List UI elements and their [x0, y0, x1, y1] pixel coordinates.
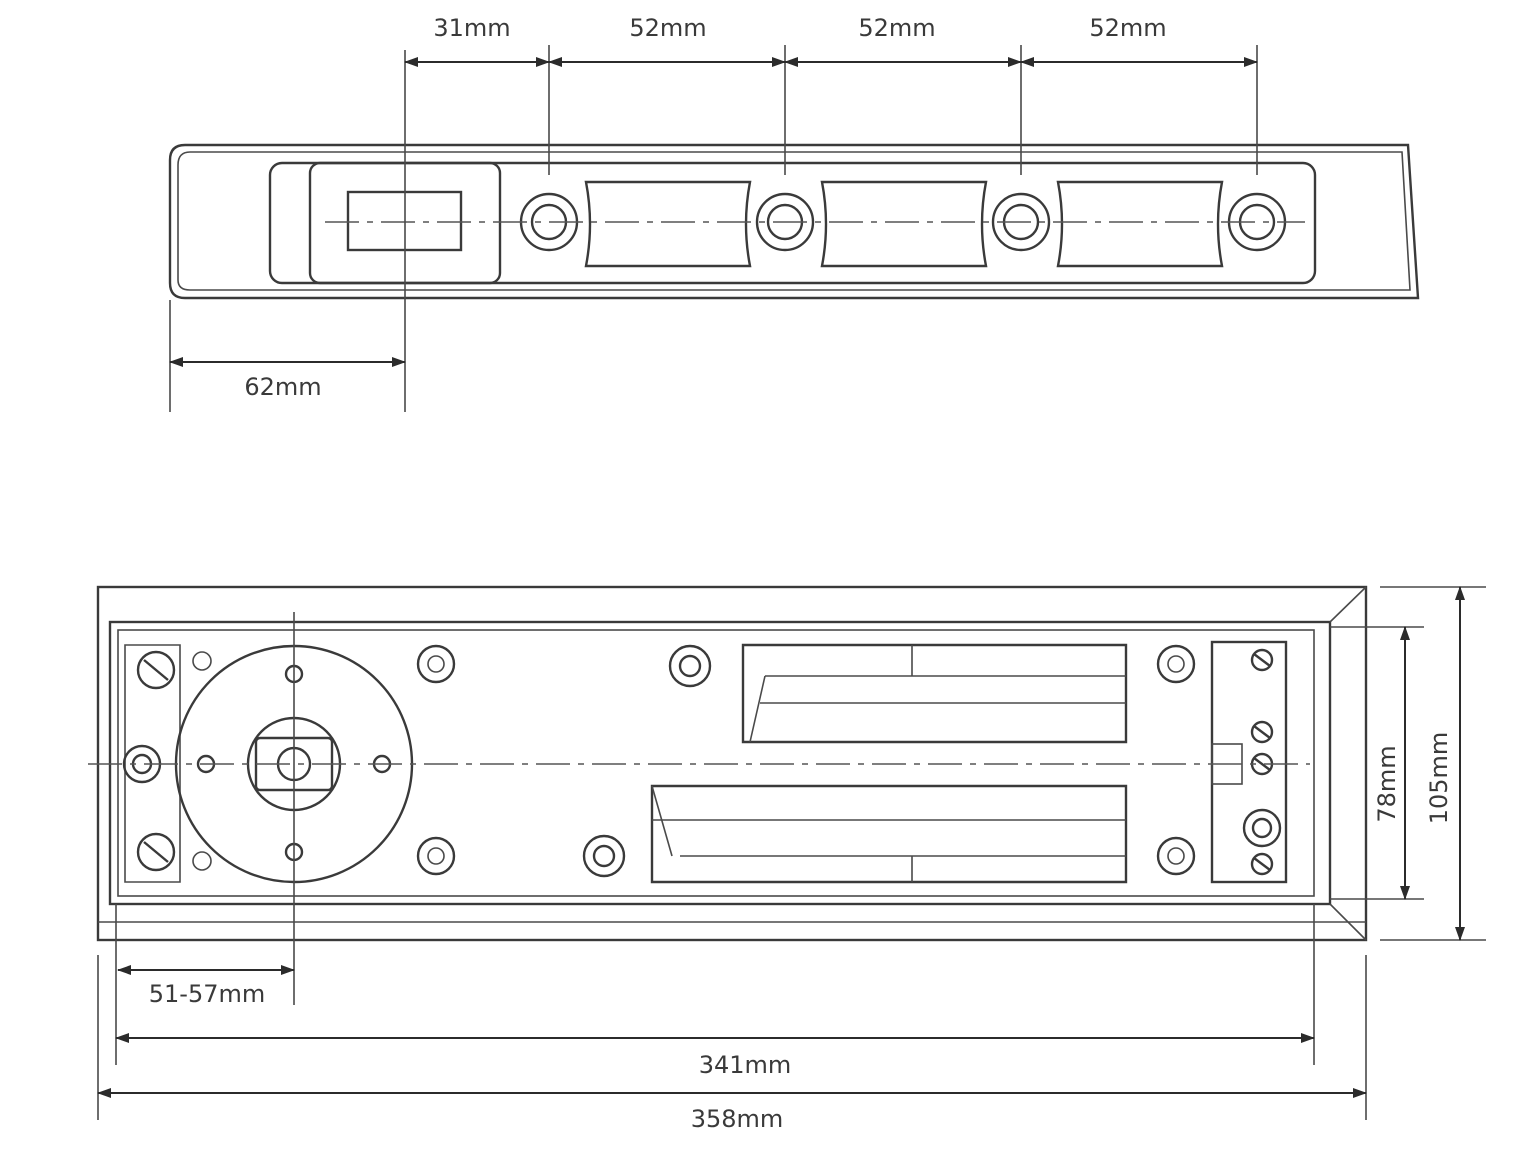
adjust-screw	[136, 650, 176, 690]
cylinder-lower	[650, 784, 1128, 884]
valve-screw	[1242, 808, 1282, 848]
dim-label-341: 341mm	[699, 1051, 792, 1079]
left-end-block	[124, 644, 181, 883]
top-housing-inner-lip	[177, 151, 1411, 291]
valve-screw	[668, 644, 712, 688]
adjust-screw	[136, 832, 176, 872]
top-slot-1	[584, 180, 752, 268]
dim-label-78: 78mm	[1373, 745, 1401, 822]
top-slot-2	[820, 180, 988, 268]
dim-label-spindle: 51-57mm	[149, 980, 266, 1008]
adjust-screw	[1250, 648, 1274, 672]
top-slot-3	[1056, 180, 1224, 268]
top-view: 31mm 52mm 52mm 52mm 62mm	[168, 14, 1420, 412]
adjust-screw	[1250, 852, 1274, 876]
dim-label-31: 31mm	[433, 14, 510, 42]
dim-label-105: 105mm	[1425, 732, 1453, 825]
dim-label-52c: 52mm	[1089, 14, 1166, 42]
dim-label-52a: 52mm	[629, 14, 706, 42]
housing-inner	[108, 620, 1332, 906]
fixing-hole	[1156, 836, 1196, 876]
dim-label-52b: 52mm	[858, 14, 935, 42]
mechanism-body	[117, 629, 1315, 897]
adjust-screw	[1250, 720, 1274, 744]
valve-screw	[582, 834, 626, 878]
fixing-hole	[1156, 644, 1196, 684]
top-cover-plate	[268, 161, 1317, 285]
plan-view: 51-57mm 341mm 358mm 78mm 105mm	[88, 585, 1486, 1133]
cylinder-upper	[741, 643, 1128, 744]
fixing-hole	[416, 836, 456, 876]
fixing-hole	[416, 644, 456, 684]
right-end-block	[1210, 640, 1288, 884]
dim-label-62: 62mm	[244, 373, 321, 401]
top-housing-outline	[168, 143, 1420, 300]
dim-label-358: 358mm	[691, 1105, 784, 1133]
